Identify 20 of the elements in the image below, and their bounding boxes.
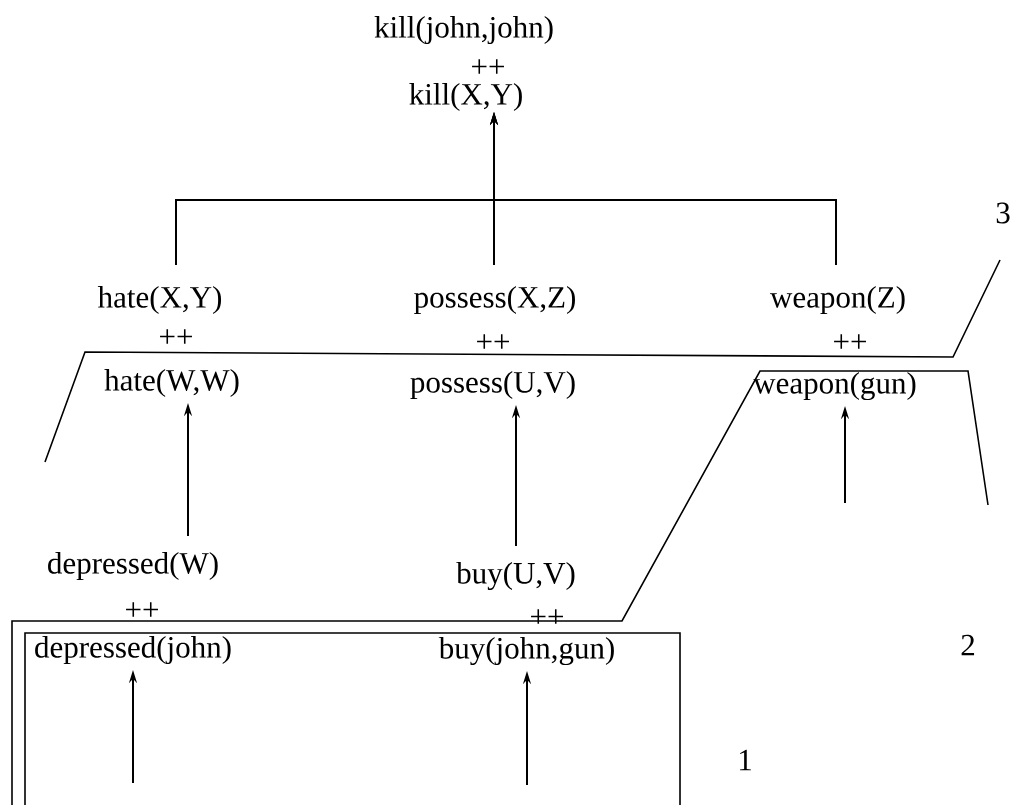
term-label: weapon(Z) <box>770 285 905 315</box>
term-label: hate(X,Y) <box>97 285 222 315</box>
text-label: 1 <box>740 749 751 771</box>
text-label: ++ <box>472 59 504 74</box>
term-label: buy(U,V) <box>456 561 575 591</box>
text-label: ++ <box>477 334 509 349</box>
text-label: ++ <box>160 329 192 344</box>
term-label: possess(U,V) <box>410 370 575 400</box>
term-label: depressed(john) <box>35 635 231 665</box>
term-label: kill(X,Y) <box>409 82 522 112</box>
term-label: possess(X,Z) <box>414 285 575 315</box>
term-label: buy(john,gun) <box>438 636 614 666</box>
term-label: hate(W,W) <box>104 368 239 398</box>
text-label: ++ <box>126 602 158 617</box>
term-label: depressed(W) <box>48 551 218 581</box>
text-label: 2 <box>961 634 975 656</box>
term-label: weapon(gun) <box>753 371 916 401</box>
term-label: kill(john,john) <box>374 15 553 45</box>
text-label: 3 <box>996 202 1010 224</box>
text-label: ++ <box>834 334 866 349</box>
